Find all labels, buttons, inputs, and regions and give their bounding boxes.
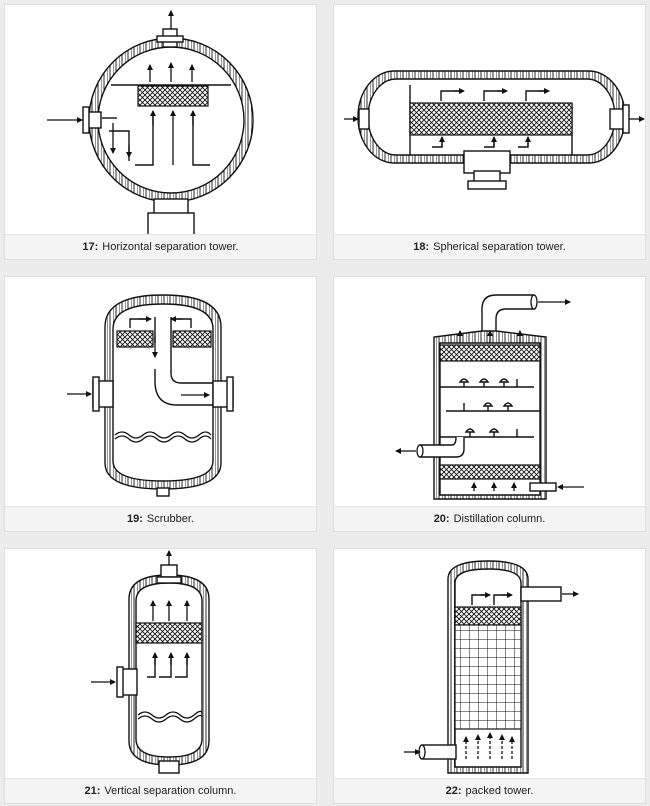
figure-caption: 17: Horizontal separation tower. bbox=[5, 234, 316, 259]
distillation-column-diagram bbox=[395, 294, 584, 500]
vertical-separation-column-diagram bbox=[91, 550, 210, 774]
figure-caption: 19: Scrubber. bbox=[5, 506, 316, 531]
figure-caption-text: Vertical separation column. bbox=[104, 785, 237, 797]
spherical-separation-tower-diagram bbox=[344, 70, 645, 190]
figure-number: 17: bbox=[82, 241, 99, 253]
figure-card-17: 17: Horizontal separation tower. bbox=[4, 4, 317, 260]
horizontal-separation-tower-diagram bbox=[47, 10, 254, 236]
figure-card-19: 19: Scrubber. bbox=[4, 276, 317, 532]
figure-number: 18: bbox=[413, 241, 430, 253]
figure-caption-text: Distillation column. bbox=[453, 513, 546, 525]
figure-caption-text: packed tower. bbox=[465, 785, 534, 797]
figure-card-20: 20: Distillation column. bbox=[333, 276, 646, 532]
scrubber-diagram bbox=[67, 294, 234, 497]
figure-caption-text: Spherical separation tower. bbox=[433, 241, 566, 253]
figure-card-18: 18: Spherical separation tower. bbox=[333, 4, 646, 260]
packed-tower-diagram bbox=[404, 560, 579, 774]
figure-caption: 21: Vertical separation column. bbox=[5, 778, 316, 803]
figure-card-21: 21: Vertical separation column. bbox=[4, 548, 317, 804]
figure-caption-text: Scrubber. bbox=[146, 513, 194, 525]
figure-number: 20: bbox=[433, 513, 450, 525]
figure-caption: 22: packed tower. bbox=[334, 778, 645, 803]
figure-caption: 18: Spherical separation tower. bbox=[334, 234, 645, 259]
figure-caption: 20: Distillation column. bbox=[334, 506, 645, 531]
figure-card-22: 22: packed tower. bbox=[333, 548, 646, 804]
figure-number: 21: bbox=[84, 785, 101, 797]
figure-number: 22: bbox=[445, 785, 462, 797]
figure-caption-text: Horizontal separation tower. bbox=[102, 241, 239, 253]
figure-number: 19: bbox=[127, 513, 143, 525]
